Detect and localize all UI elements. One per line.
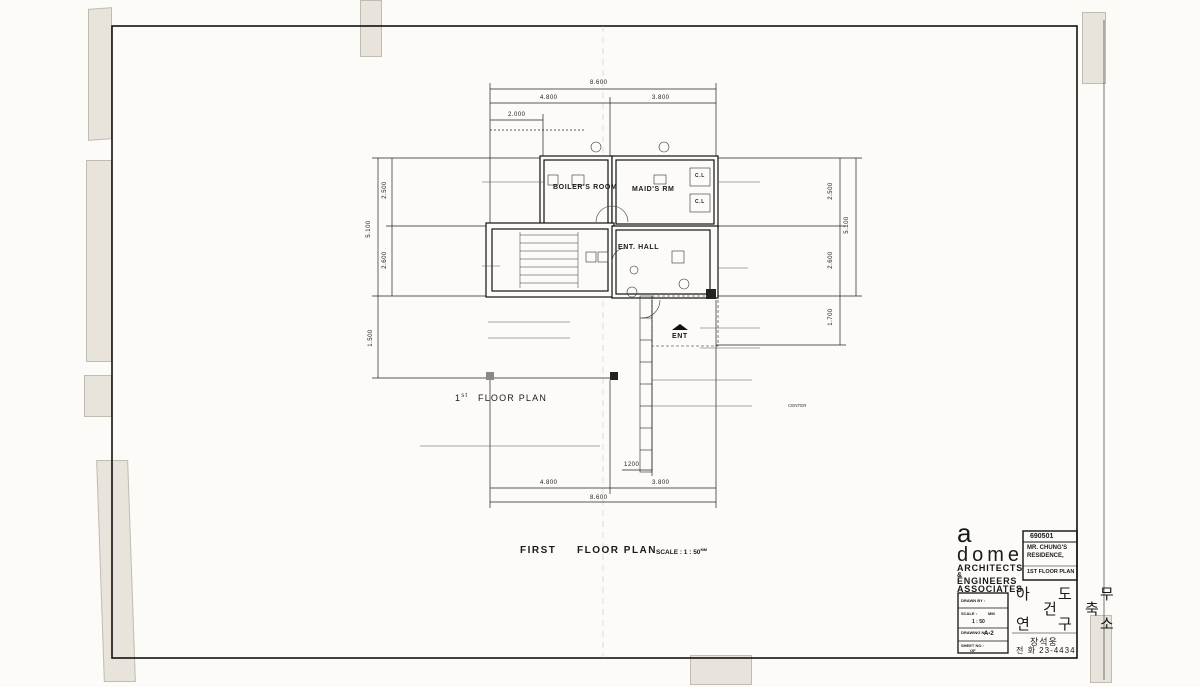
sheet-label: SHEET NO :	[961, 643, 984, 648]
tape-strip	[690, 655, 752, 685]
caption-scale-unit: MM	[700, 547, 708, 552]
room-label-closet: C.L	[695, 199, 705, 205]
project-name-line: MR. CHUNG'S	[1027, 545, 1068, 551]
dim-bottom-right: 3.800	[652, 480, 670, 486]
room-label-hall: ENT. HALL	[618, 244, 660, 251]
caption-floor-plan: FLOOR PLAN	[577, 545, 657, 556]
dim-right-extra: 1.700	[827, 308, 834, 326]
plan-label-suffix: st	[461, 393, 469, 399]
dim-top-right: 3.800	[652, 95, 670, 101]
drawing-title: 1ST FLOOR PLAN	[1027, 569, 1075, 575]
dim-left-total: 5.100	[365, 220, 372, 238]
caption-scale: SCALE : 1 : 50MM	[656, 547, 707, 556]
firm-line: ENGINEERS	[957, 576, 1018, 586]
stairs	[519, 232, 579, 288]
scale-value: 1 : 50	[972, 619, 985, 625]
tape-strip	[360, 0, 382, 57]
sheet-border	[111, 25, 1078, 659]
caption-first: FIRST	[520, 545, 557, 556]
dim-top-total: 8.600	[590, 80, 608, 86]
korean-firm-line: 연 구 소	[1016, 616, 1126, 633]
title-block-frame	[957, 530, 1078, 654]
plan-label-text: FLOOR PLAN	[478, 393, 548, 403]
dim-top-left: 4.800	[540, 95, 558, 101]
firm-line: ARCHITECTS	[957, 563, 1023, 573]
sheet-value: OF	[970, 648, 976, 653]
project-name-line: RESIDENCE,	[1027, 553, 1064, 559]
dim-left-lower: 2.600	[381, 251, 388, 269]
korean-firm-line: 건 축	[1043, 601, 1111, 618]
drawn-by-label: DRAWN BY :	[961, 598, 986, 603]
annotation-center: CENTER	[788, 403, 807, 408]
dim-left-extra: 1.500	[367, 329, 374, 347]
korean-firm-line: 아 도 무	[1016, 586, 1126, 603]
room-label-ent: ENT	[672, 333, 688, 340]
tape-strip	[86, 160, 112, 362]
logo-a: a	[957, 518, 972, 548]
room-label-closet: C.L	[695, 173, 705, 179]
top-dimensions	[489, 83, 717, 225]
plan-label-number: 1	[455, 393, 462, 403]
firm-line: &	[957, 572, 963, 579]
dim-right-total: 5.100	[843, 216, 850, 234]
drawing-number: A-2	[984, 631, 994, 637]
tape-strip	[1090, 615, 1112, 683]
phone-number: 전 화 23-4434	[1016, 646, 1076, 655]
logo-dome: dome	[957, 544, 1024, 566]
dim-right-upper: 2.500	[827, 182, 834, 200]
room-label-boiler: BOILER'S ROOM	[553, 184, 618, 191]
scale-label: SCALE :	[961, 611, 977, 616]
dim-top-sub: 2.000	[508, 112, 526, 118]
project-number: 690501	[1030, 533, 1054, 540]
columns	[486, 289, 716, 380]
dim-right-lower: 2.600	[827, 251, 834, 269]
fixtures	[547, 141, 711, 298]
dim-left-upper: 2.500	[381, 181, 388, 199]
plan-label: 1st FLOOR PLAN	[455, 393, 547, 403]
firm-line: ASSOCIATES	[957, 584, 1023, 594]
room-label-maid: MAID'S RM	[632, 186, 675, 193]
leader-lines	[420, 181, 760, 447]
walls	[485, 155, 719, 299]
dim-bottom-total: 8.600	[590, 495, 608, 501]
tape-strip	[1082, 12, 1106, 84]
dim-bottom-left: 4.800	[540, 480, 558, 486]
scale-unit: MM	[988, 611, 995, 616]
caption-scale-value: SCALE : 1 : 50	[656, 549, 701, 557]
dim-bottom-small: 1200	[624, 462, 640, 468]
tape-strip	[84, 375, 112, 417]
drawing-no-label: DRAWING NO :	[961, 630, 990, 635]
right-dimensions	[716, 157, 862, 346]
korean-footer: 장석웅	[1030, 637, 1058, 647]
walkway	[639, 295, 719, 473]
entrance-arrow	[672, 324, 688, 330]
